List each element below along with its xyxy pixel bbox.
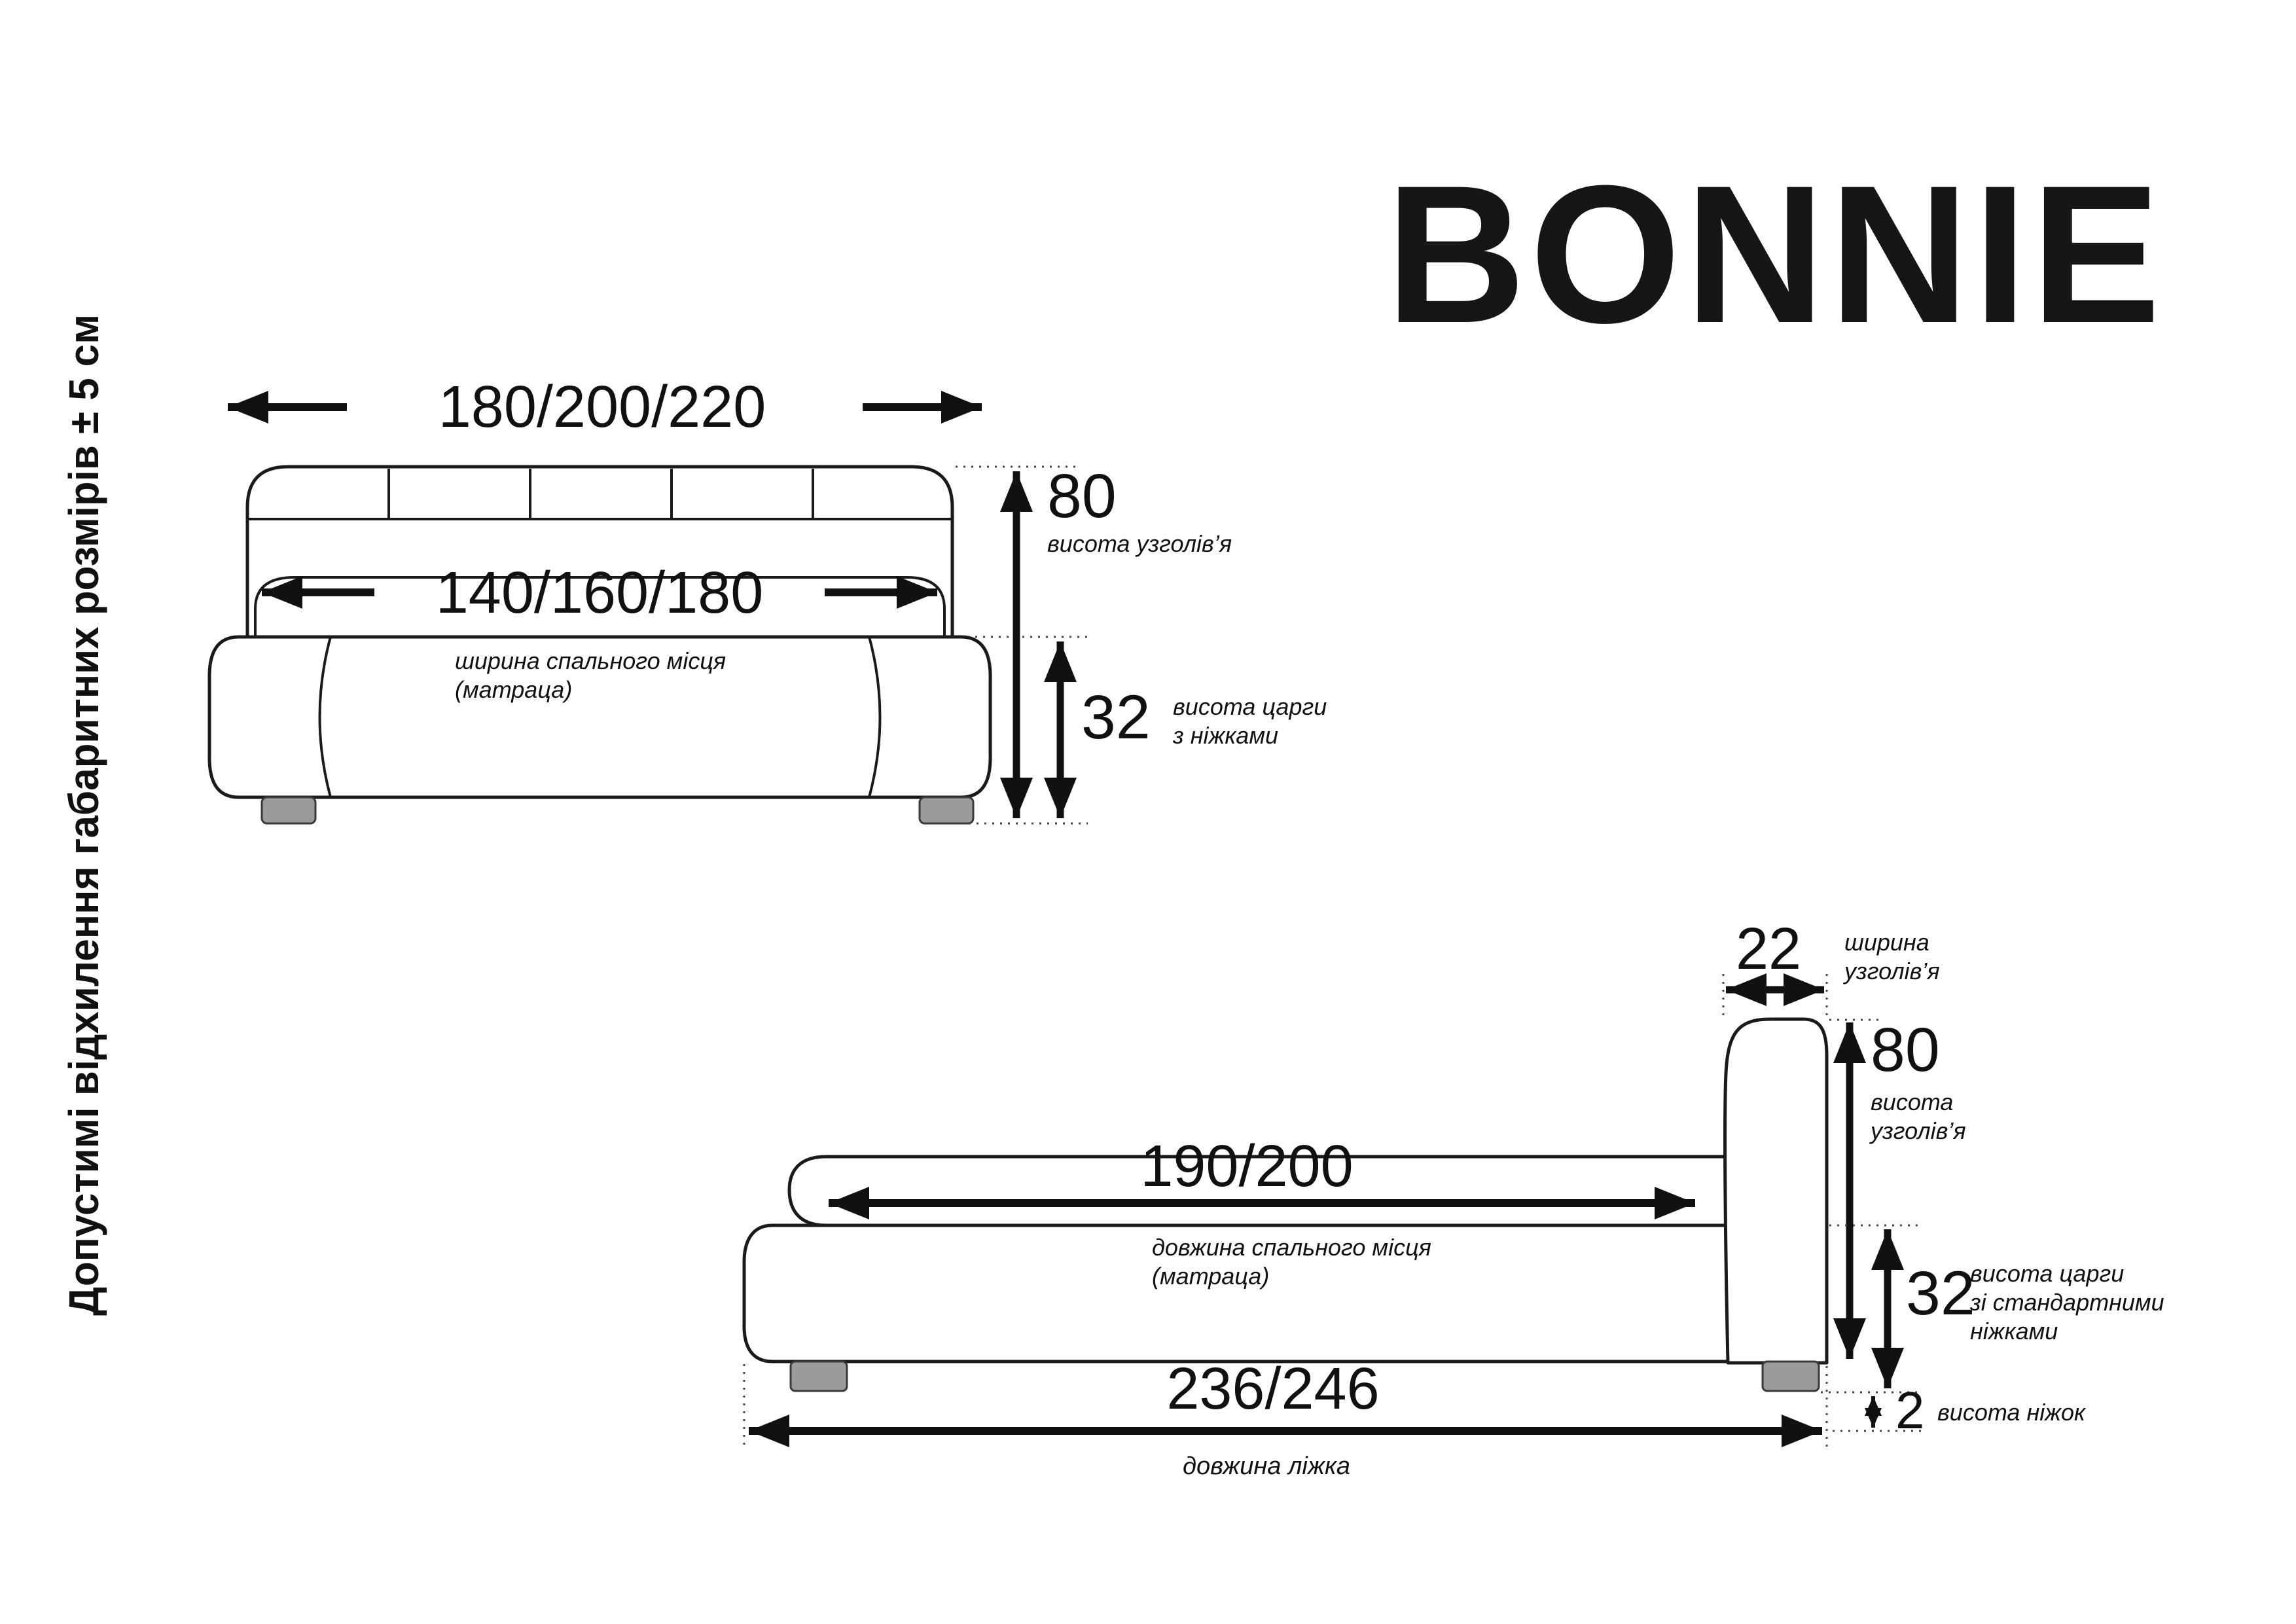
side-leg-height-label: висота ніжок	[1937, 1399, 2087, 1426]
front-right-leg	[918, 796, 975, 825]
side-bed-length-label: довжина ліжка	[1183, 1453, 1350, 1480]
side-headboard-height-label-2: узголів’я	[1869, 1117, 1966, 1144]
tolerance-note: Допустимі відхилення габаритних розмірів…	[60, 314, 107, 1316]
side-mattress-length-label-1: довжина спального місця	[1152, 1234, 1431, 1261]
side-headboard-depth-label-1: ширина	[1844, 929, 1929, 956]
side-headboard-depth-label-2: узголів’я	[1842, 958, 1940, 984]
side-headboard	[1723, 1017, 1829, 1365]
front-mattress-width-label-2: (матраца)	[455, 676, 572, 703]
side-leg-height-value: 2	[1895, 1381, 1925, 1439]
page-title: BONNIE	[1386, 144, 2164, 364]
front-frame-height-value: 32	[1081, 683, 1151, 752]
side-bed-length-value: 236/246	[1166, 1356, 1379, 1422]
side-mattress-length-label-2: (матраца)	[1152, 1263, 1269, 1290]
side-headboard-height-label-1: висота	[1871, 1089, 1953, 1115]
side-frame-height-label-3: ніжками	[1970, 1318, 2058, 1344]
side-frame-height-label-1: висота царги	[1970, 1260, 2124, 1287]
side-view: 22 ширина узголів’я 80 висота узголів’я …	[742, 916, 2164, 1480]
side-frame-height-label-2: зі стандартними	[1969, 1289, 2164, 1316]
front-headboard-height-label: висота узголів’я	[1047, 530, 1232, 557]
front-frame-height-label-1: висота царги	[1173, 693, 1327, 720]
front-frame-height-label-2: з ніжками	[1172, 722, 1278, 749]
side-headboard-height-value: 80	[1871, 1015, 1940, 1085]
front-left-leg	[260, 796, 317, 825]
front-view: 180/200/220 140/160/180 ширина спального…	[207, 374, 1327, 825]
front-mattress-width-label-1: ширина спального місця	[455, 647, 726, 674]
front-base-seams	[318, 636, 882, 798]
side-frame-height-value: 32	[1906, 1259, 1975, 1328]
side-rail	[742, 1223, 1730, 1363]
front-mattress-outline	[254, 576, 946, 637]
front-headboard-height-value: 80	[1047, 461, 1117, 531]
side-headboard-depth-value: 22	[1736, 916, 1801, 982]
front-headboard	[245, 465, 954, 640]
front-overall-width-value: 180/200/220	[439, 374, 766, 440]
front-mattress-width-value: 140/160/180	[436, 560, 764, 626]
side-mattress-length-value: 190/200	[1140, 1134, 1353, 1199]
side-right-leg	[1761, 1360, 1820, 1392]
side-left-leg	[789, 1360, 848, 1392]
front-headboard-tufting-seams	[387, 469, 814, 519]
